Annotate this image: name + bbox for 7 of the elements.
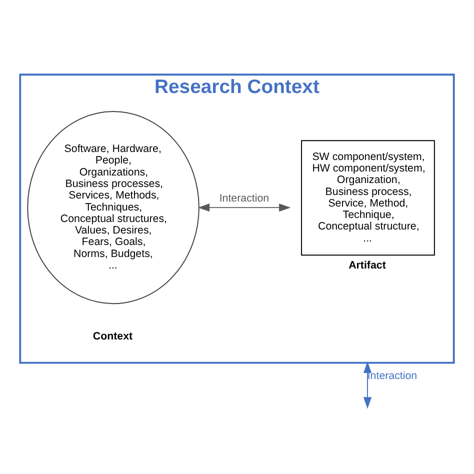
edge-label: Interaction xyxy=(367,370,418,382)
node-ellipse: Software, Hardware, People, Organizations, Business processes, Services, Methods, Techniques, Conceptual structures, Values, Desires, Fears, Goals, Norms, Budgets, ... xyxy=(27,110,200,304)
arrow xyxy=(198,202,291,212)
arrow xyxy=(363,360,372,408)
edge-label: Interaction xyxy=(219,192,270,204)
node-label: Artifact xyxy=(348,258,386,271)
node-label: Context xyxy=(92,330,133,342)
